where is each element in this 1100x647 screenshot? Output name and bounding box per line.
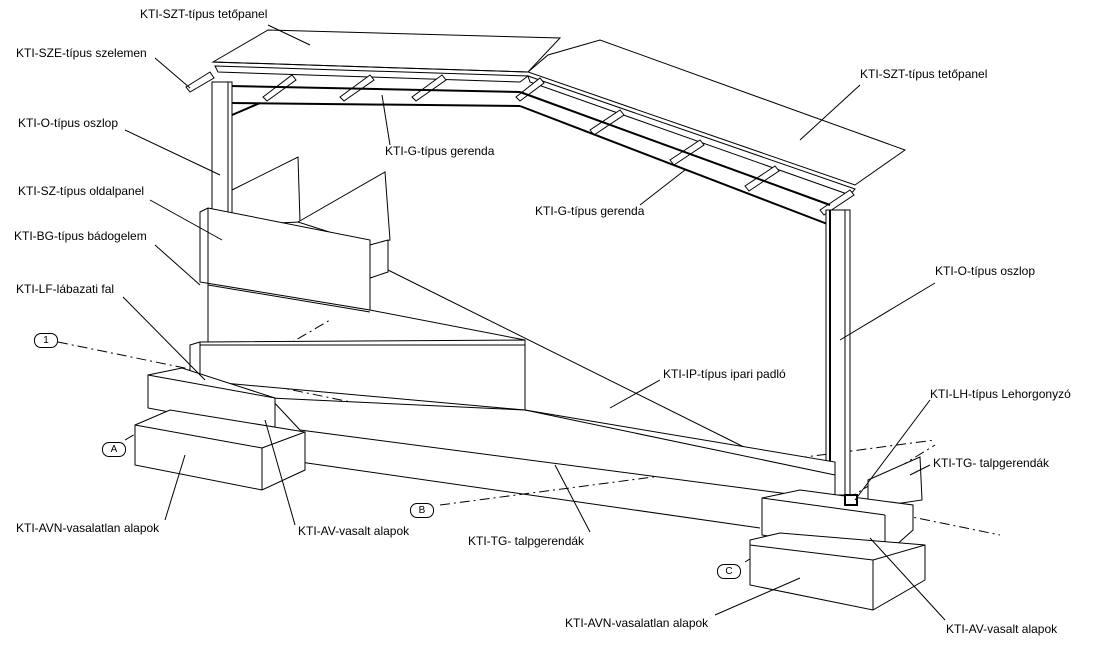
- label-beam-right: KTI-G-típus gerenda: [535, 204, 645, 218]
- label-sill-beams-mid: KTI-TG- talpgerendák: [468, 534, 585, 548]
- label-industrial-floor: KTI-IP-típus ipari padló: [663, 367, 786, 381]
- roof-panel-left: [211, 29, 562, 83]
- grid-marker-c: C: [717, 564, 741, 579]
- label-purlin: KTI-SZE-típus szelemen: [16, 46, 147, 60]
- label-sheet-element: KTI-BG-típus bádogelem: [14, 229, 147, 243]
- label-unreinforced-bottom: KTI-AVN-vasalatlan alapok: [565, 616, 709, 630]
- label-beam-left: KTI-G-típus gerenda: [385, 144, 495, 158]
- label-unreinforced-left: KTI-AVN-vasalatlan alapok: [16, 521, 160, 535]
- roof-panel-right: [527, 39, 907, 196]
- label-plinth-wall: KTI-LF-lábazati fal: [16, 282, 115, 296]
- label-roof-panel-right: KTI-SZT-típus tetőpanel: [860, 67, 988, 81]
- sill-beam: [268, 397, 836, 529]
- leader-lines: [122, 24, 946, 621]
- column-left: [211, 81, 233, 218]
- label-column-left: KTI-O-típus oszlop: [18, 116, 119, 130]
- label-reinforced-left: KTI-AV-vasalt alapok: [298, 524, 410, 538]
- label-side-panel: KTI-SZ-típus oldalpanel: [18, 184, 145, 198]
- grid-marker-b: B: [410, 503, 434, 518]
- truss-beam: [229, 85, 831, 226]
- foundations-right: [749, 456, 926, 611]
- grid-marker-a: A: [102, 442, 126, 457]
- grid-marker-1: 1: [34, 333, 58, 348]
- foundations-left: [134, 367, 306, 491]
- label-column-right: KTI-O-típus oszlop: [935, 264, 1036, 278]
- label-reinforced-bottom: KTI-AV-vasalt alapok: [946, 622, 1058, 636]
- column-right: [825, 209, 851, 496]
- label-anchor: KTI-LH-típus Lehorgonyzó: [930, 387, 1071, 401]
- label-sill-beams-right: KTI-TG- talpgerendák: [933, 456, 1050, 470]
- label-roof-panel-left: KTI-SZT-típus tetőpanel: [140, 7, 268, 21]
